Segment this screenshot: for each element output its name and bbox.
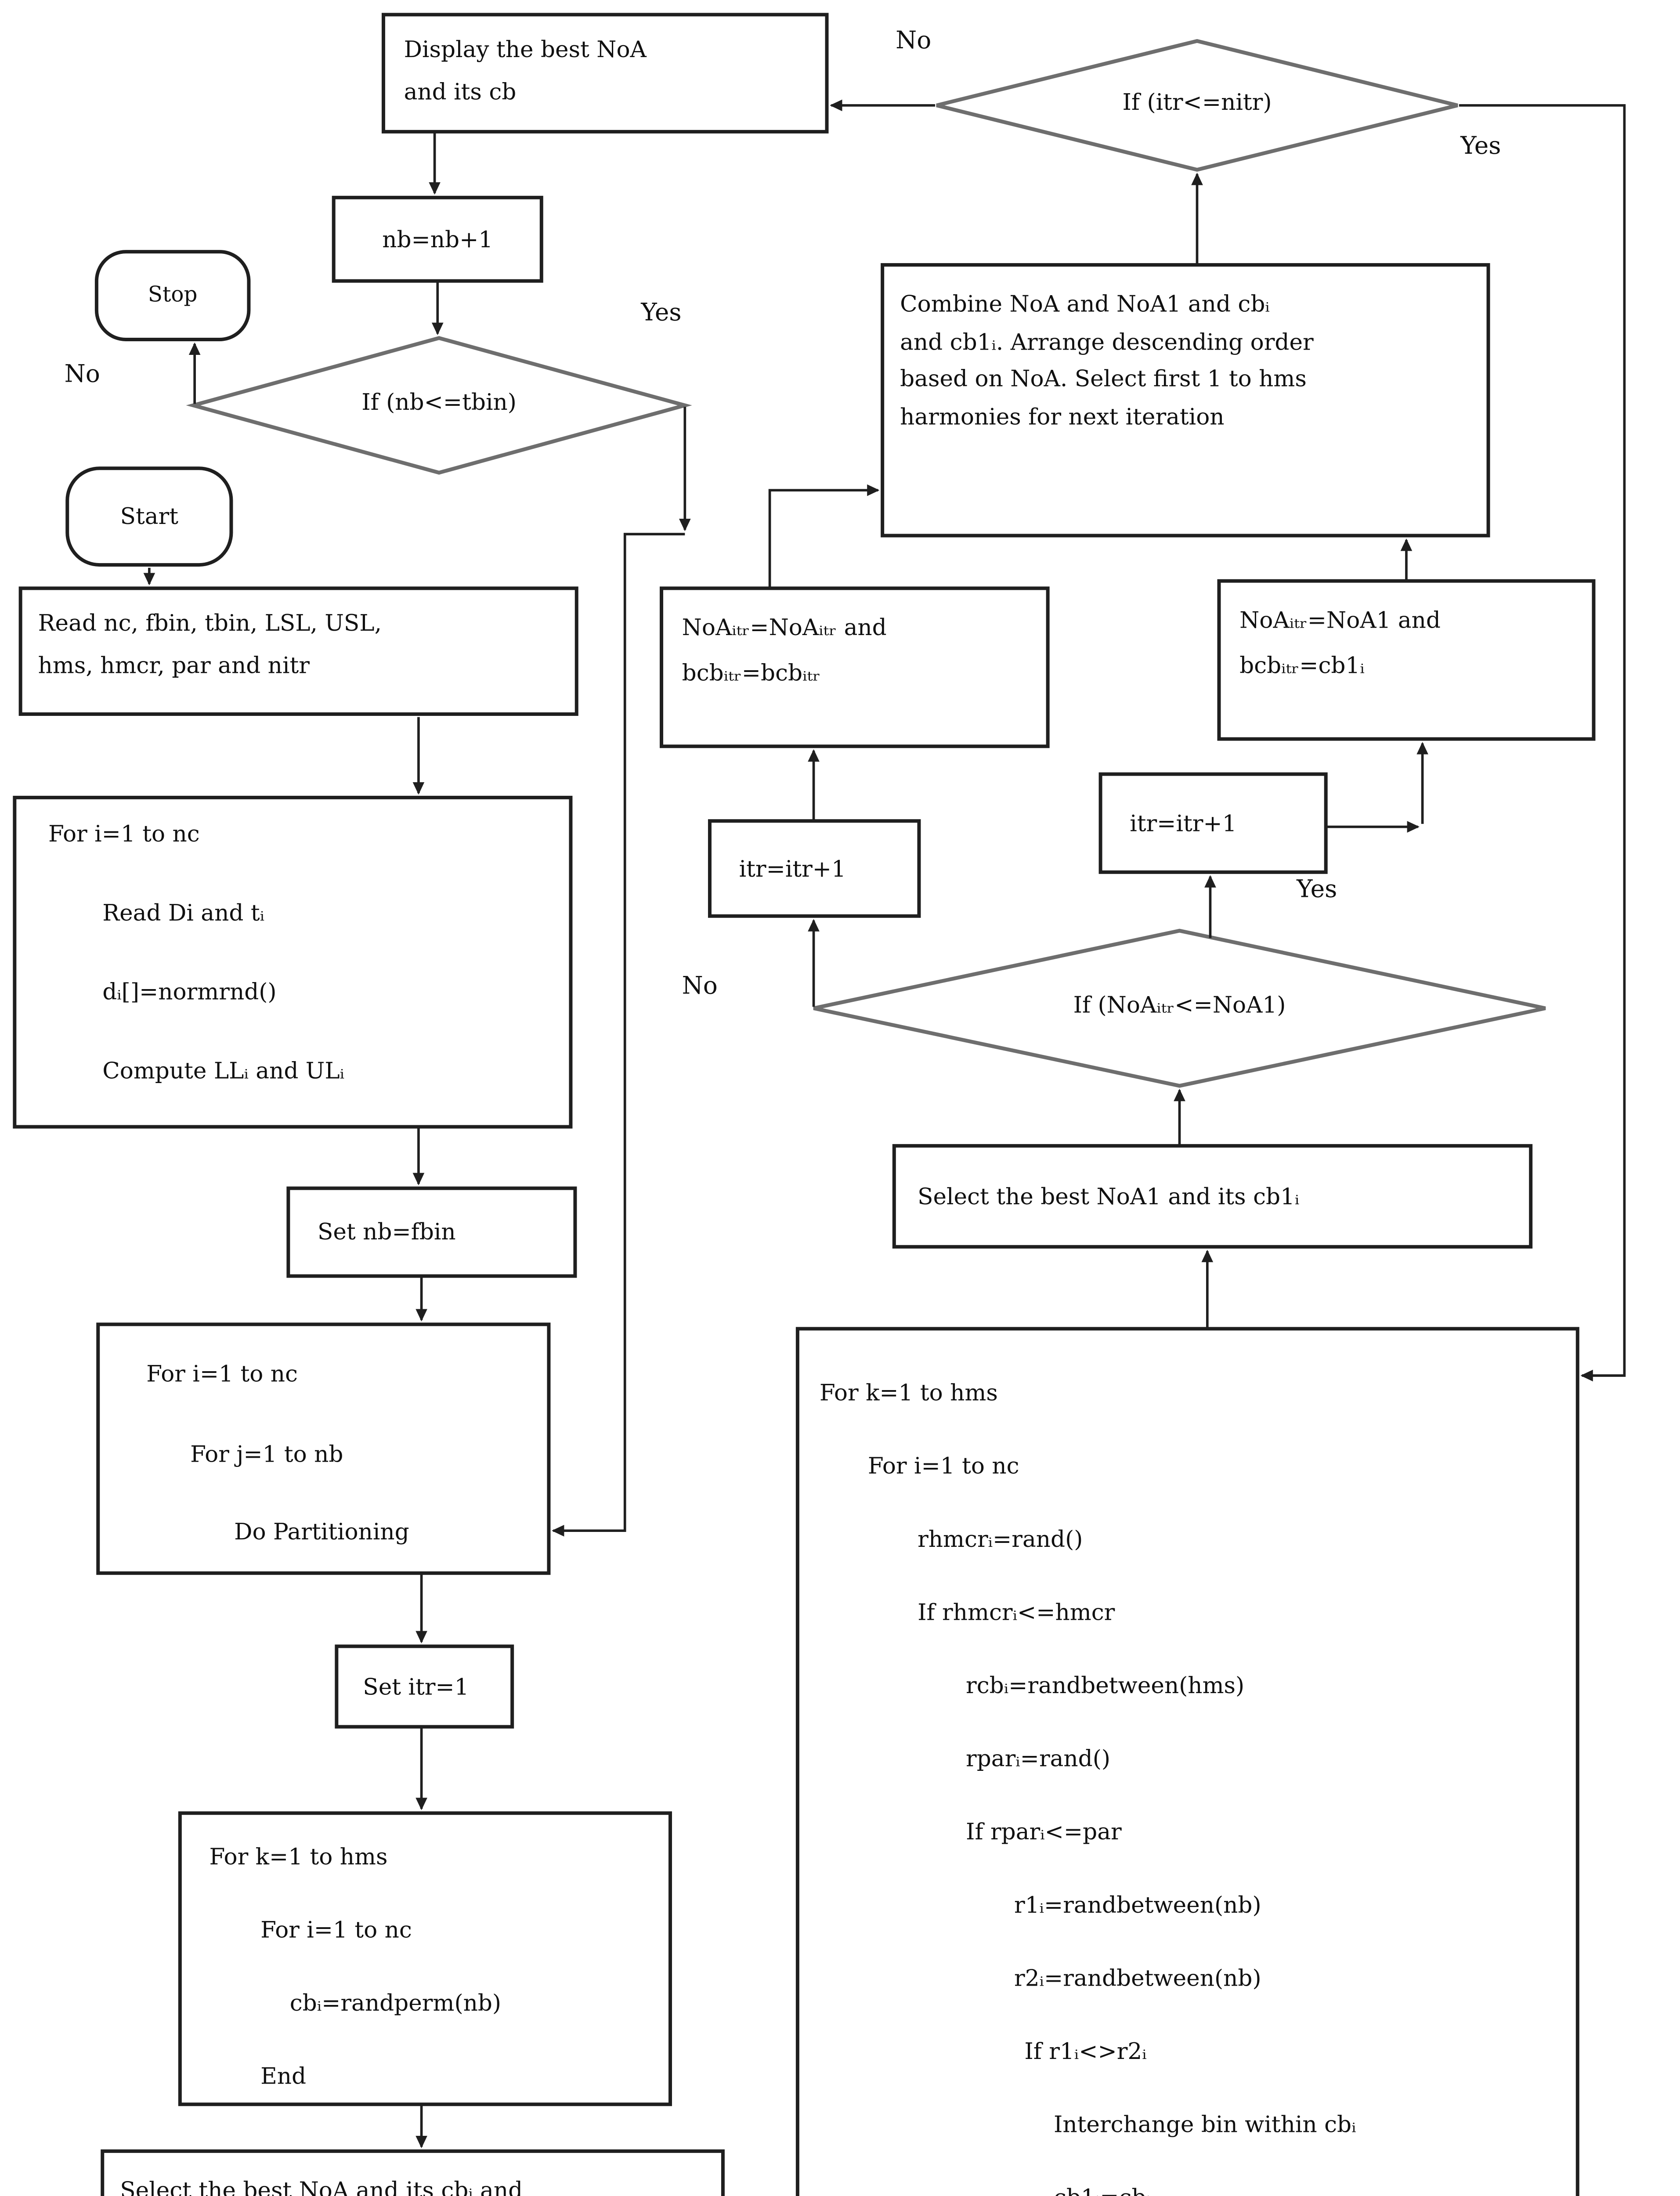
nb-increment-shape: [332, 195, 543, 283]
flow-arrow-yes-partition: [552, 533, 685, 1537]
improvise-line: For k=1 to hms: [819, 1380, 998, 1406]
yes-label-itrnitr: Yes: [1460, 131, 1501, 160]
noa1-decision-text: If (NoAᵢₜᵣ<=NoA1): [1073, 992, 1286, 1019]
set-itr-shape: [335, 1644, 514, 1729]
yes-label-noa1: Yes: [1297, 875, 1337, 903]
no-label-tbin: No: [64, 360, 100, 388]
no-label-noa1: No: [682, 972, 718, 1000]
set-itr-text: Set itr=1: [363, 1673, 469, 1700]
yes-label-tbin: Yes: [641, 298, 682, 327]
improvise-line: If rparᵢ<=par: [966, 1819, 1122, 1846]
itr-increment-left-text: itr=itr+1: [739, 855, 846, 882]
init-loop-line: dᵢ[]=normrnd(): [102, 979, 277, 1006]
keep-noa-shape: [660, 586, 1050, 748]
harmony-init-line: For i=1 to nc: [260, 1917, 412, 1943]
itr-nitr-decision-shape: [936, 39, 1458, 172]
keep-noa-text: NoAᵢₜᵣ=NoAᵢₜᵣ and bcbᵢₜᵣ=bcbᵢₜᵣ: [682, 614, 887, 686]
stop-shape: [94, 250, 251, 341]
set-nb-shape: [286, 1186, 577, 1278]
itr-increment-right-text: itr=itr+1: [1130, 810, 1237, 837]
tbin-decision-text: If (nb<=tbin): [361, 389, 517, 416]
partition-loop-shape: [96, 1322, 551, 1575]
combine-shape: [881, 263, 1490, 538]
replace-noa-text: NoAᵢₜᵣ=NoA1 and bcbᵢₜᵣ=cb1ᵢ: [1239, 607, 1441, 679]
set-nb-text: Set nb=fbin: [318, 1219, 456, 1246]
improvise-line: For i=1 to nc: [867, 1453, 1019, 1480]
start-shape: [65, 466, 233, 567]
harmony-init-loop-shape: [178, 1811, 672, 2106]
improvise-line: rhmcrᵢ=rand(): [918, 1526, 1083, 1553]
no-label-itrnitr: No: [896, 26, 932, 54]
select-best-noa1-shape: [892, 1144, 1533, 1249]
improvise-line: rcbᵢ=randbetween(hms): [966, 1672, 1245, 1699]
select-best-noa1-text: Select the best NoA1 and its cb1ᵢ: [918, 1183, 1300, 1210]
read-inputs-shape: [18, 586, 578, 716]
start-label: Start: [120, 503, 179, 530]
harmony-init-line: End: [260, 2063, 307, 2090]
nb-increment-text: nb=nb+1: [382, 226, 493, 253]
improvise-line: rparᵢ=rand(): [966, 1745, 1111, 1772]
partition-loop-line: Do Partitioning: [234, 1519, 409, 1546]
read-inputs-text: Read nc, fbin, tbin, LSL, USL, hms, hmcr…: [38, 610, 382, 679]
improvise-line: r1ᵢ=randbetween(nb): [1014, 1892, 1261, 1919]
display-best-text: Display the best NoA and its cb: [404, 36, 647, 106]
itr-nitr-decision-text: If (itr<=nitr): [1122, 89, 1272, 116]
noa1-decision-shape: [813, 928, 1546, 1088]
flow-arrow-keepnoa-combine: [768, 484, 880, 587]
itr-increment-left-shape: [708, 819, 921, 918]
improvise-line: Interchange bin within cbᵢ: [1053, 2111, 1356, 2138]
itr-increment-right-shape: [1098, 772, 1328, 874]
select-best-noa-text: Select the best NoA and its cbᵢ and stor…: [120, 2177, 523, 2196]
combine-text: Combine NoA and NoA1 and cbᵢ and cb1ᵢ. A…: [900, 291, 1314, 431]
init-loop-shape: [13, 795, 573, 1129]
stop-label: Stop: [148, 284, 198, 307]
harmony-init-line: cbᵢ=randperm(nb): [289, 1990, 502, 2017]
partition-loop-line: For j=1 to nb: [190, 1441, 343, 1468]
improvise-line: If rhmcrᵢ<=hmcr: [918, 1599, 1115, 1626]
partition-loop-line: For i=1 to nc: [146, 1361, 298, 1387]
init-loop-line: For i=1 to nc: [48, 821, 200, 848]
display-best-shape: [381, 13, 829, 134]
improvise-line: r2ᵢ=randbetween(nb): [1014, 1965, 1261, 1992]
improvise-loop-shape: [795, 1327, 1579, 2196]
tbin-decision-shape: [186, 336, 692, 475]
replace-noa-shape: [1217, 579, 1596, 741]
init-loop-line: Read Di and tᵢ: [102, 900, 264, 927]
harmony-init-line: For k=1 to hms: [209, 1844, 388, 1871]
improvise-line: If r1ᵢ<>r2ᵢ: [1024, 2038, 1147, 2065]
select-best-noa-shape: [101, 2149, 725, 2196]
improvise-line: cb1ᵢ=cbᵢ: [1054, 2187, 1151, 2196]
init-loop-line: Compute LLᵢ and ULᵢ: [102, 1058, 345, 1084]
flow-arrow-itrnitr-yes-improvise: [1459, 104, 1626, 1382]
